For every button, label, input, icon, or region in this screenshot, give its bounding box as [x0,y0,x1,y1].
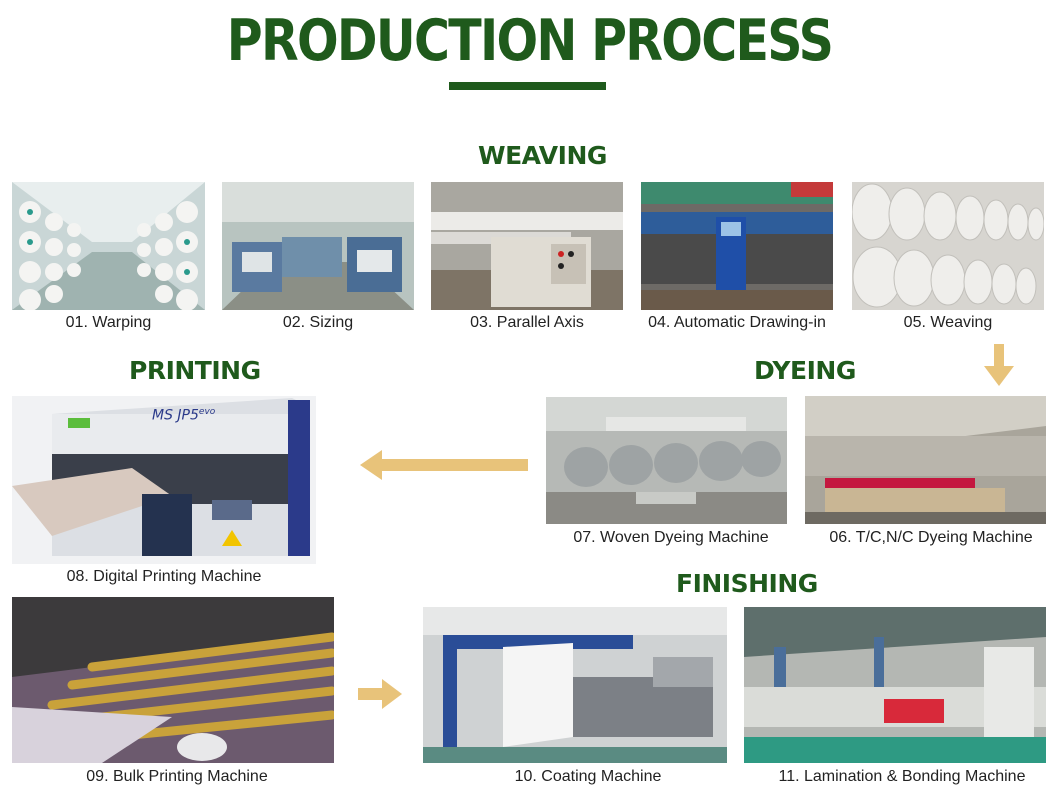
caption-step-02: 02. Sizing [282,314,354,331]
section-weaving: WEAVING [478,141,607,170]
photo-warping [12,182,205,310]
title-underline [449,82,606,90]
photo-coating-machine [423,607,727,763]
photo-woven-dyeing-machine [546,397,787,524]
caption-step-01: 01. Warping [65,314,152,331]
machine-brand-sup: evo [198,407,216,417]
page-title: PRODUCTION PROCESS [226,8,834,74]
caption-step-10: 10. Coating Machine [514,768,662,785]
arrow-right-icon [358,679,402,709]
caption-step-08: 08. Digital Printing Machine [66,568,262,585]
section-finishing: FINISHING [676,569,818,598]
photo-sizing [222,182,414,310]
photo-tc-nc-dyeing-machine [805,396,1046,524]
caption-step-04: 04. Automatic Drawing-in [648,314,826,331]
photo-parallel-axis [431,182,623,310]
arrow-down-icon [984,344,1014,386]
caption-step-03: 03. Parallel Axis [470,314,584,331]
section-dyeing: DYEING [754,356,856,385]
caption-step-11: 11. Lamination & Bonding Machine [778,768,1026,785]
photo-weaving [852,182,1044,310]
photo-lamination-bonding-machine [744,607,1046,763]
photo-digital-printing-machine [12,396,316,564]
photo-bulk-printing-machine [12,597,334,763]
machine-brand-text: MS JP5 [152,407,199,424]
caption-step-06: 06. T/C,N/C Dyeing Machine [829,529,1033,546]
caption-step-09: 09. Bulk Printing Machine [86,768,268,785]
caption-step-07: 07. Woven Dyeing Machine [573,529,769,546]
arrow-left-icon [360,450,528,480]
photo-automatic-drawing-in [641,182,833,310]
caption-step-05: 05. Weaving [903,314,993,331]
section-printing: PRINTING [129,356,261,385]
machine-brand-label: MS JP5evo [152,407,215,424]
